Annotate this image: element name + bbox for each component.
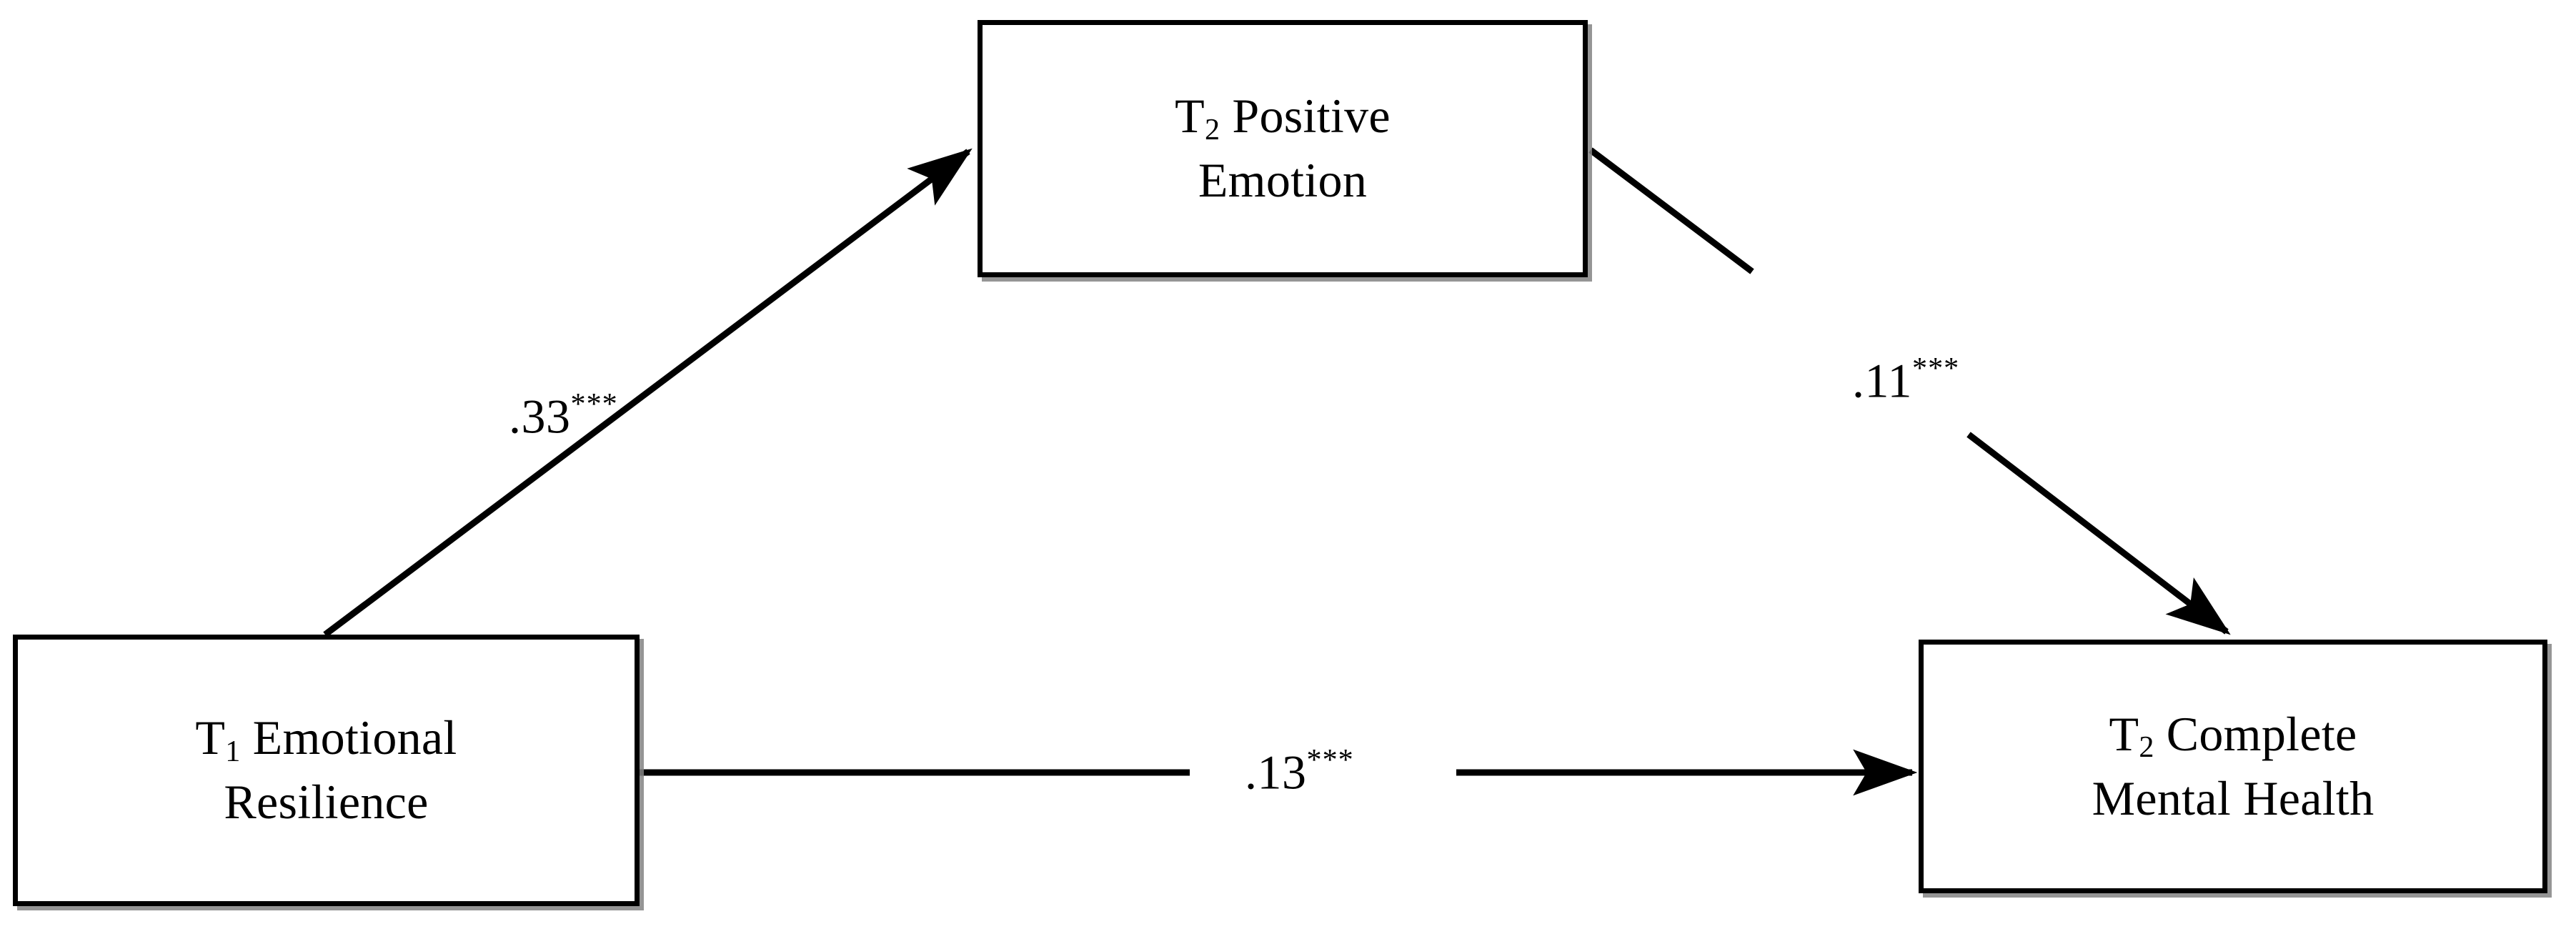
path-a-coefficient-value: .33	[509, 389, 571, 444]
path-b-coefficient-label: .11***	[1852, 353, 1959, 408]
path-a-line	[323, 148, 973, 637]
node-positive-emotion-line2: Emotion	[1198, 153, 1368, 207]
node-complete-mental-health-line2: Mental Health	[2092, 770, 2374, 825]
node-emotional-resilience: T1 Emotional Resilience	[13, 635, 640, 906]
node-emotional-resilience-line1: T1 Emotional	[195, 706, 457, 770]
node-complete-mental-health-line1-text: Complete	[2154, 706, 2357, 761]
path-c-coefficient-value: .13	[1245, 745, 1307, 800]
path-a-coefficient-label: .33***	[509, 389, 618, 444]
path-b-line-segment-2	[1966, 432, 2231, 635]
node-emotional-resilience-line2: Resilience	[224, 775, 429, 829]
node-positive-emotion: T2 Positive Emotion	[978, 20, 1588, 277]
node-complete-mental-health-time-letter: T	[2109, 706, 2139, 761]
path-b-line-segment-1	[1588, 147, 1754, 274]
node-positive-emotion-time-letter: T	[1175, 89, 1205, 144]
node-emotional-resilience-line1-text: Emotional	[240, 710, 457, 765]
node-complete-mental-health-line1: T2 Complete	[2109, 702, 2357, 767]
path-b-coefficient-value: .11	[1852, 353, 1912, 408]
node-positive-emotion-line1: T2 Positive	[1175, 84, 1391, 149]
node-emotional-resilience-time-letter: T	[195, 710, 226, 765]
node-complete-mental-health: T2 Complete Mental Health	[1919, 640, 2547, 893]
node-positive-emotion-time-subscript: 2	[1204, 112, 1220, 146]
node-positive-emotion-line1-text: Positive	[1220, 89, 1391, 144]
node-emotional-resilience-time-subscript: 1	[225, 734, 241, 768]
path-c-coefficient-label: .13***	[1245, 745, 1354, 800]
path-c-significance-stars: ***	[1306, 742, 1354, 777]
path-b-significance-stars: ***	[1911, 351, 1960, 385]
path-a-significance-stars: ***	[570, 387, 618, 421]
node-complete-mental-health-time-subscript: 2	[2139, 730, 2154, 765]
